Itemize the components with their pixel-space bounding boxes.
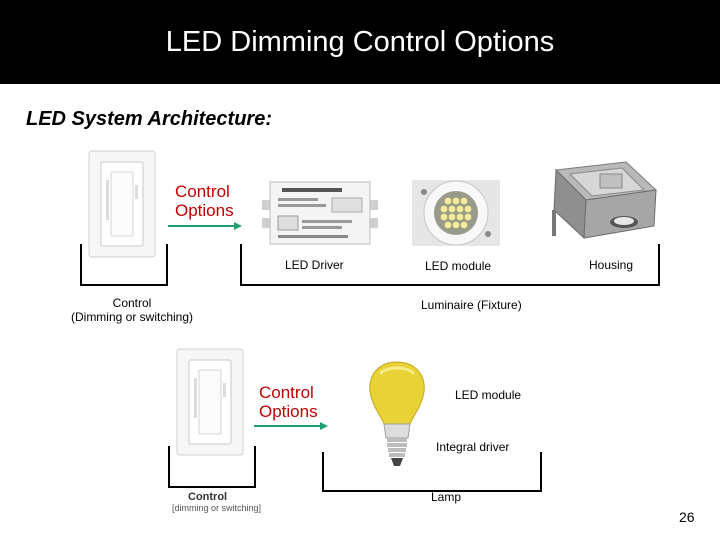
led-driver-image [262,181,378,245]
arrow-line-2 [254,425,320,427]
control-label: Control (Dimming or switching) [70,296,194,324]
housing-image [552,161,658,240]
led-module-label: LED module [425,259,492,273]
luminaire-bracket [240,244,660,286]
integral-driver-label: Integral driver [436,440,510,454]
page-number: 26 [679,509,695,525]
dimmer-switch-image-2 [176,348,244,456]
control-options-label: Control Options [175,182,234,220]
arrow-head [234,222,242,230]
title-bar: LED Dimming Control Options [0,0,720,84]
housing-label: Housing [589,258,634,272]
led-module-label-2: LED module [455,388,522,402]
arrow-head-2 [320,422,328,430]
section-subtitle: LED System Architecture: [26,108,272,130]
arrow-line [168,225,234,227]
luminaire-label: Luminaire (Fixture) [421,298,522,312]
lamp-bracket [322,452,542,492]
slide-title: LED Dimming Control Options [165,25,555,58]
control-caption-sub: [dimming or switching] [172,503,262,513]
led-driver-label: LED Driver [285,258,344,272]
control-bracket-2 [168,446,256,488]
control-options-label-2: Control Options [259,383,318,421]
control-caption: Control [188,491,228,503]
dimmer-switch-image [88,150,156,258]
control-bracket [80,244,168,286]
led-module-image [412,180,500,246]
led-bulb-image [369,361,425,466]
lamp-label: Lamp [431,490,462,504]
